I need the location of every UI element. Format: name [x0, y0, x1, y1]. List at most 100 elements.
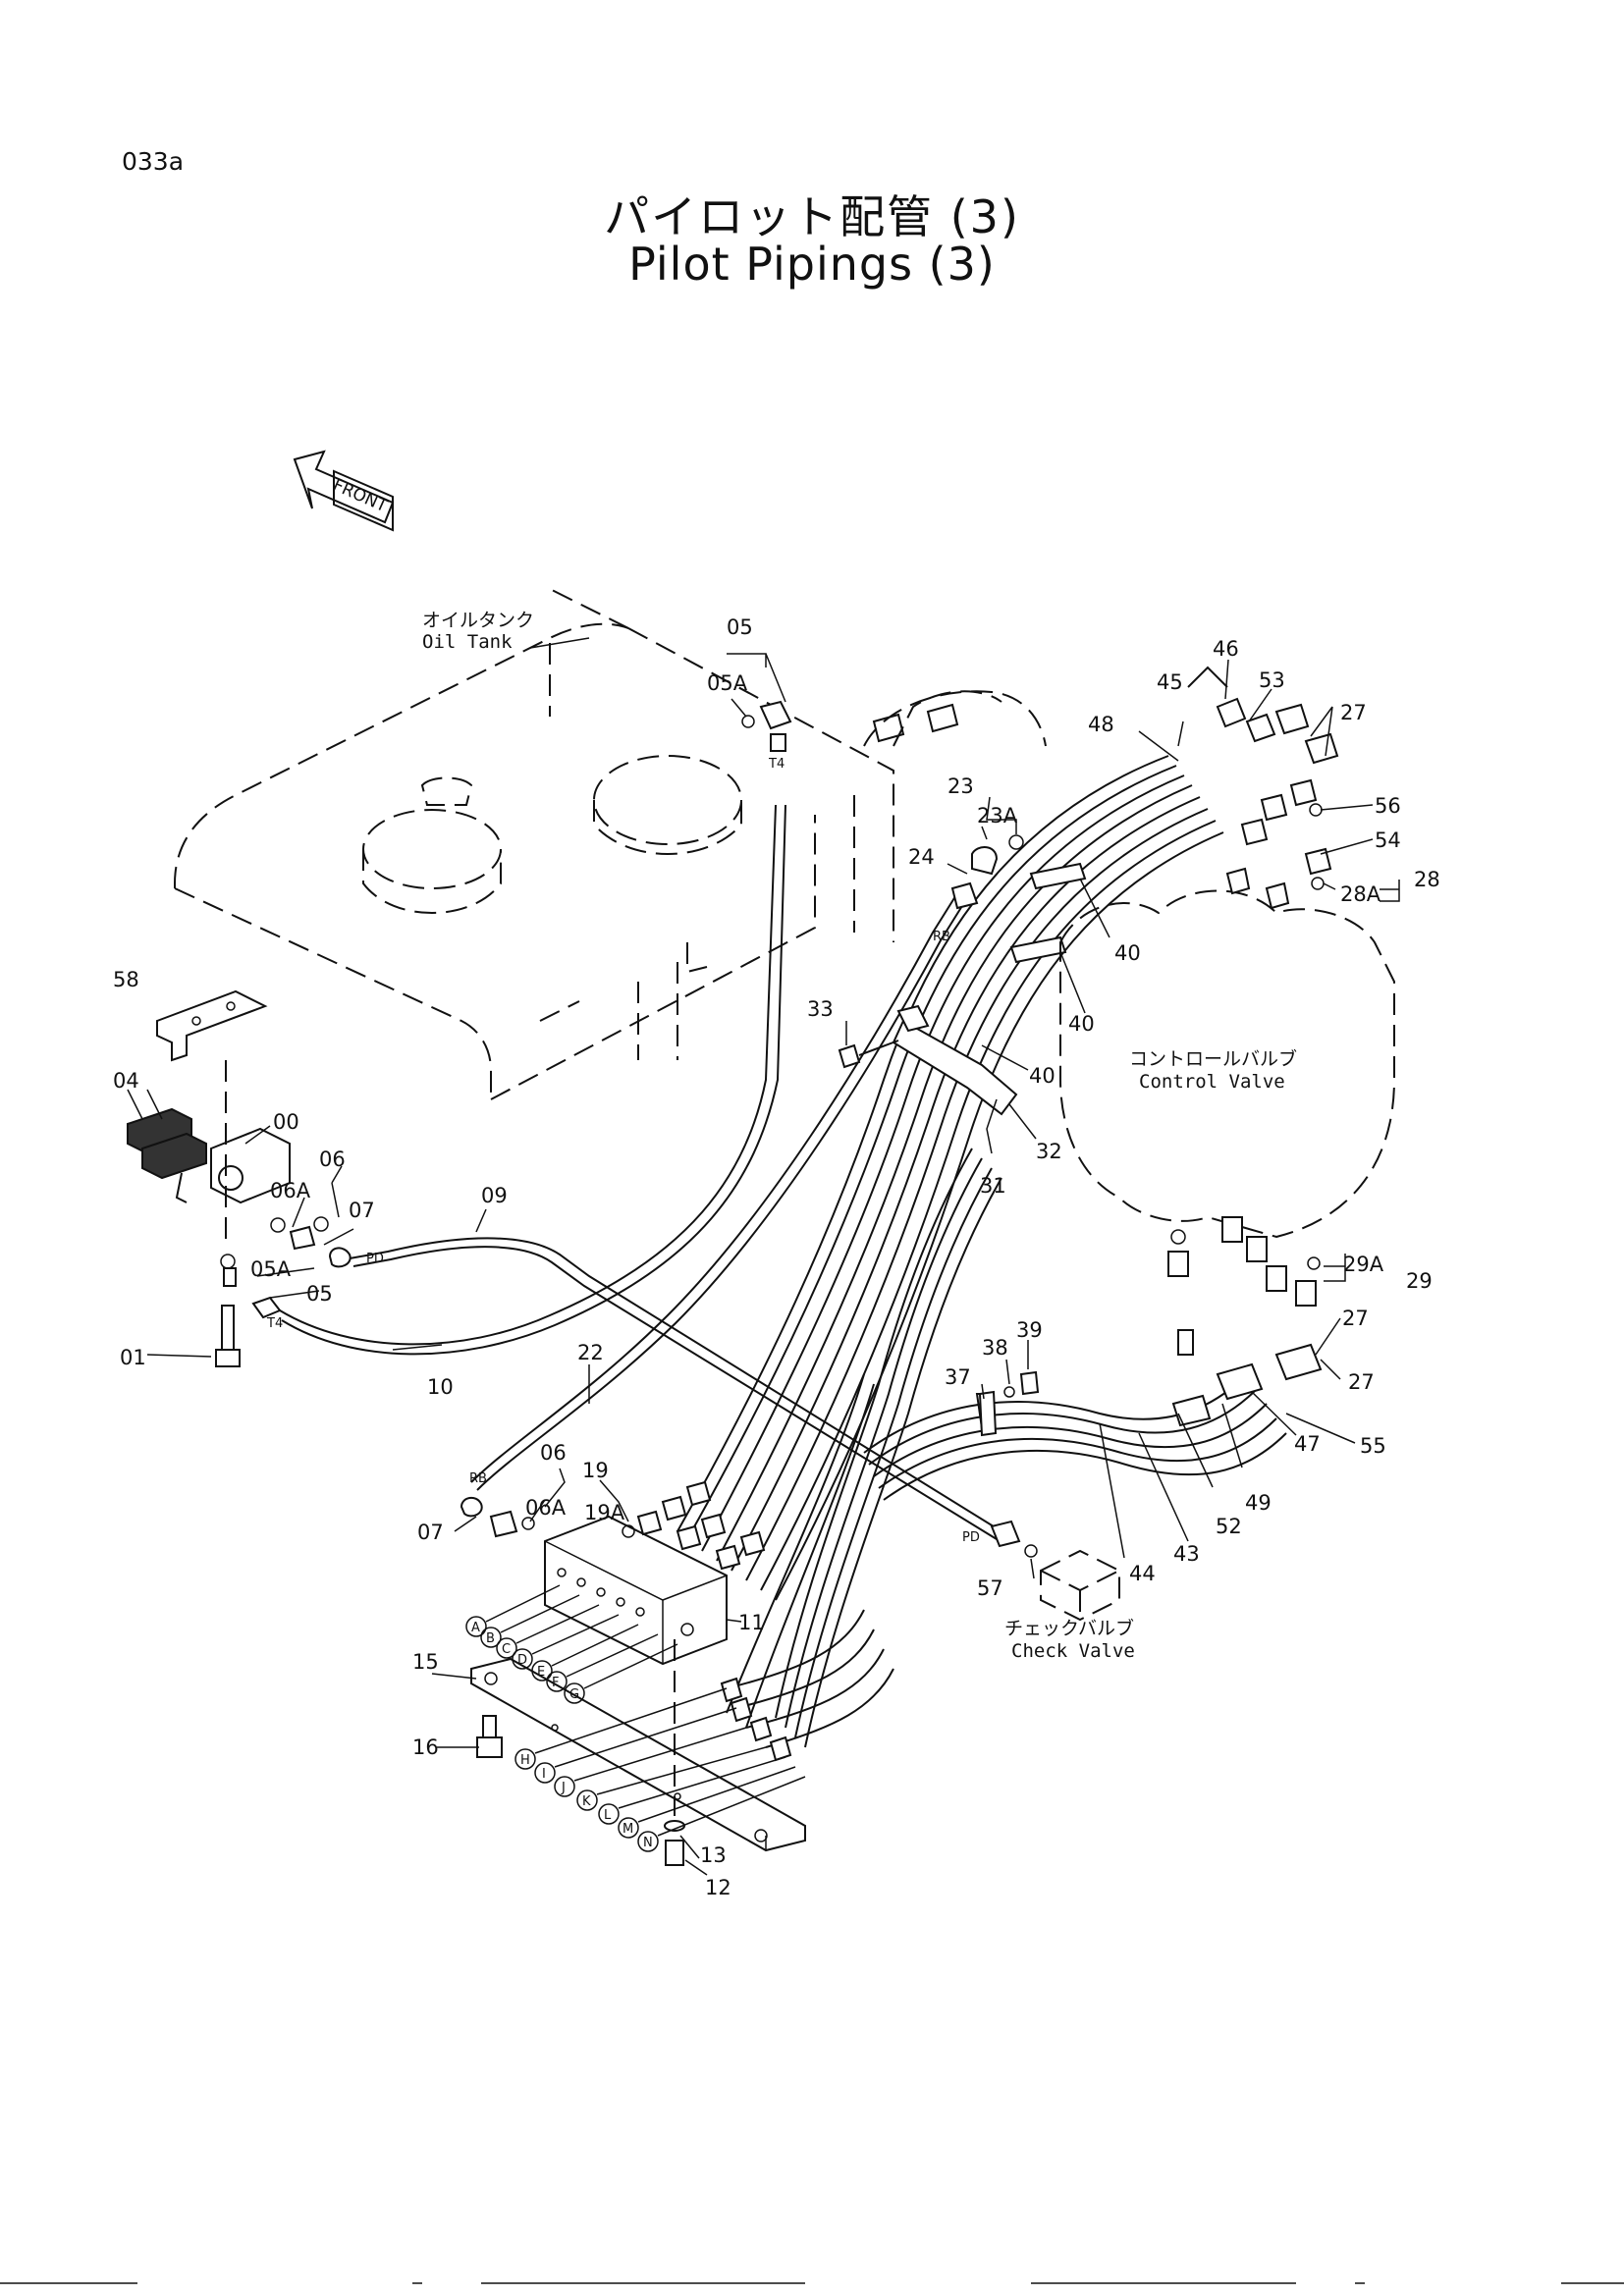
part-callouts: 05 05A 58 04 00 06 06A 07 09 05A 05 01 1…: [113, 615, 1440, 1899]
check-valve-outline: [1040, 1549, 1120, 1622]
callout-05-top: 05: [727, 615, 753, 639]
callout-27-low: 27: [1348, 1370, 1375, 1394]
callout-33: 33: [807, 997, 834, 1021]
callout-53: 53: [1259, 668, 1285, 692]
port-letter-n: N: [643, 1836, 653, 1850]
callout-45: 45: [1157, 670, 1183, 694]
oil-tank-outline: [174, 588, 894, 1100]
callout-06a-low: 06A: [525, 1496, 567, 1520]
port-mark-t4-left: T4: [266, 1316, 283, 1331]
bolt-12-washer-13: [664, 1820, 685, 1866]
callout-49: 49: [1245, 1491, 1272, 1515]
callout-05a-top: 05A: [707, 671, 748, 695]
callout-07-low: 07: [417, 1521, 444, 1544]
callout-55: 55: [1360, 1434, 1386, 1458]
bracket-58: [156, 989, 268, 1062]
callout-44: 44: [1129, 1562, 1156, 1585]
callout-47: 47: [1294, 1432, 1321, 1456]
callout-29: 29: [1406, 1269, 1433, 1293]
callout-28: 28: [1414, 868, 1440, 891]
upper-hose-loops: [863, 690, 1047, 747]
callout-57: 57: [977, 1576, 1003, 1600]
port-letter-j: J: [561, 1781, 566, 1795]
port-letter-f: F: [552, 1676, 559, 1690]
check-valve-label-en: Check Valve: [1011, 1640, 1135, 1662]
callout-23: 23: [947, 774, 974, 798]
callout-10: 10: [427, 1375, 454, 1399]
callout-06-low: 06: [540, 1441, 567, 1465]
bolt-16: [476, 1715, 503, 1758]
control-valve-label-jp: コントロールバルブ: [1129, 1047, 1297, 1070]
callout-leaders: [127, 653, 1400, 1876]
port-letter-d: D: [517, 1653, 527, 1668]
callout-19a: 19A: [584, 1501, 625, 1524]
port-letters-lower: H I J K L M N: [514, 1687, 806, 1852]
callout-31: 31: [980, 1174, 1006, 1198]
callout-12: 12: [705, 1876, 731, 1899]
page-title-english: Pilot Pipings (3): [628, 238, 996, 291]
callout-40-c: 40: [1029, 1064, 1056, 1088]
callout-39: 39: [1016, 1318, 1043, 1342]
pilot-hose-bundle: [677, 755, 1287, 1748]
callout-06-left: 06: [319, 1148, 346, 1171]
page-title-japanese: パイロット配管 (3): [604, 190, 1020, 243]
callout-09: 09: [481, 1184, 508, 1207]
callout-37: 37: [945, 1365, 971, 1389]
callout-40-b: 40: [1068, 1012, 1095, 1036]
callout-54: 54: [1375, 828, 1401, 852]
callout-00: 00: [273, 1110, 299, 1134]
mounting-plate-15: [470, 1657, 806, 1852]
tank-top-fitting: [741, 700, 792, 752]
callout-29a: 29A: [1343, 1253, 1384, 1276]
callout-27-top: 27: [1340, 701, 1367, 724]
hose-09: [349, 1237, 1002, 1532]
oil-tank-leader: [529, 637, 590, 649]
port-letter-l: L: [604, 1808, 612, 1823]
port-letter-i: I: [542, 1767, 546, 1782]
callout-24: 24: [908, 845, 935, 869]
oil-tank-label-jp: オイルタンク: [422, 610, 534, 631]
port-mark-rb-low: RB: [469, 1471, 487, 1486]
front-arrow-icon: FRONT: [293, 450, 395, 532]
port-letters-upper: A B C D E F G: [465, 1584, 678, 1704]
callout-23a: 23A: [977, 804, 1018, 828]
clamp-37-38-39: [978, 1370, 1040, 1437]
callout-48: 48: [1088, 713, 1114, 736]
hose-22: [470, 892, 958, 1483]
callout-07-left: 07: [349, 1199, 375, 1222]
block-fitting-row: [622, 1480, 766, 1571]
control-valve-bottom-fittings: [1167, 1216, 1323, 1427]
lower-block-hoses: [720, 1609, 894, 1762]
callout-11: 11: [738, 1611, 765, 1634]
callout-13: 13: [700, 1843, 727, 1867]
oil-tank-label-en: Oil Tank: [422, 631, 513, 653]
port-mark-pd-left: PD: [366, 1252, 384, 1266]
port-letter-e: E: [537, 1665, 545, 1680]
port-mark-pd-right: PD: [962, 1530, 980, 1545]
control-valve-label-en: Control Valve: [1139, 1071, 1285, 1093]
callout-15: 15: [412, 1650, 439, 1674]
port-letter-h: H: [520, 1753, 530, 1768]
callout-04: 04: [113, 1069, 139, 1093]
port-mark-t4-top: T4: [768, 757, 785, 772]
hose-10: [279, 804, 777, 1346]
callout-46: 46: [1213, 637, 1239, 661]
control-valve-outline: [1059, 889, 1395, 1239]
callout-19: 19: [582, 1459, 609, 1482]
callout-16: 16: [412, 1735, 439, 1759]
fitting-23-24: [950, 834, 1024, 910]
callout-05a-left: 05A: [250, 1257, 292, 1281]
callout-27-mid: 27: [1342, 1307, 1369, 1330]
callout-43: 43: [1173, 1542, 1200, 1566]
port-letter-a: A: [471, 1621, 480, 1635]
callout-56: 56: [1375, 794, 1401, 818]
callout-38: 38: [982, 1336, 1008, 1360]
port-letter-g: G: [569, 1687, 579, 1702]
port-mark-rb-mid: RB: [933, 930, 950, 944]
callout-06a-left: 06A: [270, 1179, 311, 1202]
callout-32: 32: [1036, 1140, 1062, 1163]
page-code: 033a: [122, 147, 185, 176]
port-letter-k: K: [582, 1794, 591, 1809]
callout-40-a: 40: [1114, 941, 1141, 965]
